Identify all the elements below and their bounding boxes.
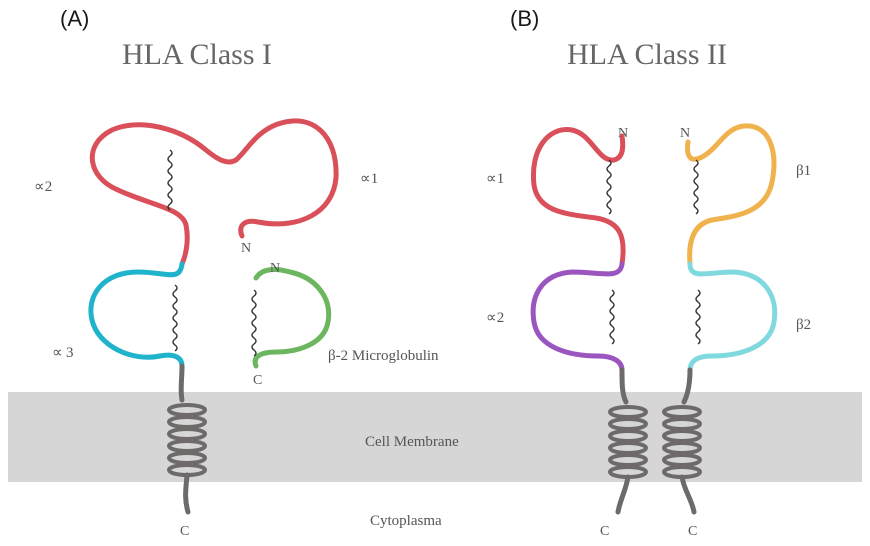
- class1-alpha3-domain: [88, 261, 185, 369]
- class2-beta1-domain: [685, 123, 777, 267]
- label-class2-beta1: β1: [796, 163, 811, 179]
- panel-b-title: HLA Class II: [567, 38, 727, 71]
- class2-alpha2-domain: [530, 261, 625, 373]
- label-beta2-microglobulin: β-2 Microglobulin: [328, 348, 439, 364]
- cell-membrane-band: [8, 392, 862, 482]
- beta2m-disulfide-bond: [251, 289, 257, 357]
- panel-a-title: HLA Class I: [122, 38, 272, 71]
- label-beta2m-c-terminus: C: [253, 373, 262, 388]
- class2-alpha-cytoplasmic-tail: [615, 474, 631, 515]
- label-class2-beta2: β2: [796, 317, 811, 333]
- class1-transmembrane-tail: [178, 363, 185, 403]
- class2-alpha-disulfide-upper: [606, 159, 612, 215]
- label-class1-alpha1-n-terminus: N: [241, 241, 251, 256]
- class2-beta2-domain: [687, 261, 778, 373]
- class1-disulfide-bond-lower: [172, 284, 178, 352]
- panel-b-letter: (B): [510, 6, 539, 31]
- label-class2-beta-c-terminus: C: [688, 524, 697, 539]
- label-cytoplasma: Cytoplasma: [370, 513, 442, 529]
- class1-disulfide-bond-upper: [167, 149, 173, 211]
- label-class2-alpha-c-terminus: C: [600, 524, 609, 539]
- class2-alpha1-domain: [530, 127, 626, 267]
- label-class1-c-terminus: C: [180, 524, 189, 539]
- class1-alpha1-alpha2-chain: [90, 118, 339, 267]
- class2-alpha-stalk: [619, 367, 629, 405]
- class2-beta-disulfide-lower: [695, 289, 701, 345]
- label-class1-alpha2: ∝2: [34, 179, 52, 195]
- class2-alpha-disulfide-lower: [609, 289, 615, 345]
- class2-beta-stalk: [681, 367, 693, 405]
- label-class2-alpha1: ∝1: [486, 171, 504, 187]
- label-class1-alpha3-symbol: ∝: [52, 345, 63, 361]
- class1-transmembrane-helix: [167, 403, 207, 477]
- label-class1-alpha1: ∝1: [360, 171, 378, 187]
- label-class2-alpha2: ∝2: [486, 310, 504, 326]
- beta2-microglobulin-domain: [252, 267, 332, 369]
- label-cell-membrane: Cell Membrane: [365, 434, 459, 450]
- class2-beta-cytoplasmic-tail: [679, 474, 697, 515]
- class1-cytoplasmic-tail: [183, 472, 191, 515]
- label-class1-alpha3-number: 3: [66, 345, 74, 361]
- class2-beta-disulfide-upper: [693, 159, 699, 215]
- panel-a-letter: (A): [60, 6, 89, 31]
- label-beta2m-n-terminus: N: [270, 261, 280, 276]
- label-class2-alpha-n-terminus: N: [618, 126, 628, 141]
- class2-alpha-transmembrane-helix: [608, 405, 648, 479]
- label-class2-beta-n-terminus: N: [680, 126, 690, 141]
